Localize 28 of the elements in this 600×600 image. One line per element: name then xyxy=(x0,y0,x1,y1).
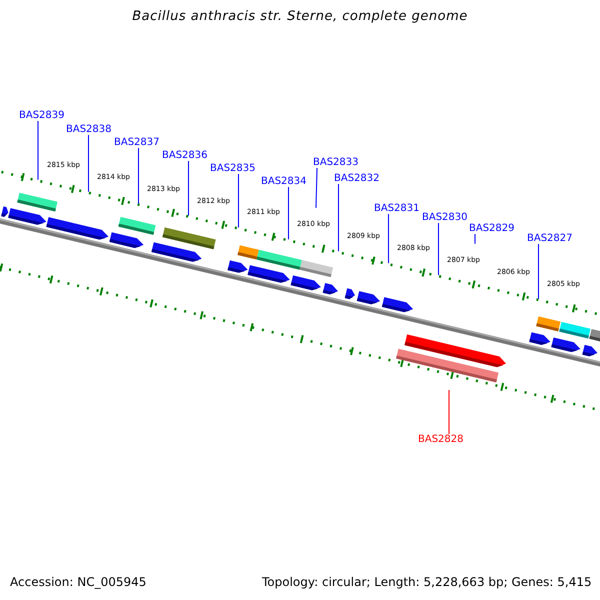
leader-line xyxy=(538,244,539,300)
leader-line xyxy=(338,184,339,252)
leader-line xyxy=(238,174,239,228)
gene-label: BAS2837 xyxy=(114,137,160,148)
gene-label: BAS2828 xyxy=(418,434,464,445)
gene-label: BAS2832 xyxy=(334,173,380,184)
gene-label: BAS2834 xyxy=(261,176,306,187)
gene-label: BAS2830 xyxy=(422,212,468,223)
accession-note: Accession: NC_005945 xyxy=(10,575,146,589)
leader-line xyxy=(88,134,89,192)
leader-line xyxy=(474,234,476,244)
leader-line xyxy=(288,186,289,240)
leader-line xyxy=(138,148,139,204)
leader-line xyxy=(448,390,450,434)
leader-line xyxy=(188,160,189,216)
gene-label: BAS2838 xyxy=(66,124,112,135)
gene-label: BAS2835 xyxy=(210,163,256,174)
gene-label: BAS2827 xyxy=(527,233,572,244)
gene-label: BAS2831 xyxy=(374,203,420,214)
genome-summary: Topology: circular; Length: 5,228,663 bp; Genes: 5,415 xyxy=(262,575,592,589)
map-title: Bacillus anthracis str. Sterne, complete genome xyxy=(131,9,469,24)
leader-line xyxy=(316,168,318,208)
leader-line xyxy=(438,222,439,276)
gene-label: BAS2839 xyxy=(19,110,64,121)
gene-label: BAS2836 xyxy=(162,150,208,161)
gene-label: BAS2833 xyxy=(313,157,358,168)
leader-line xyxy=(388,214,389,264)
gene-label: BAS2829 xyxy=(469,223,514,234)
